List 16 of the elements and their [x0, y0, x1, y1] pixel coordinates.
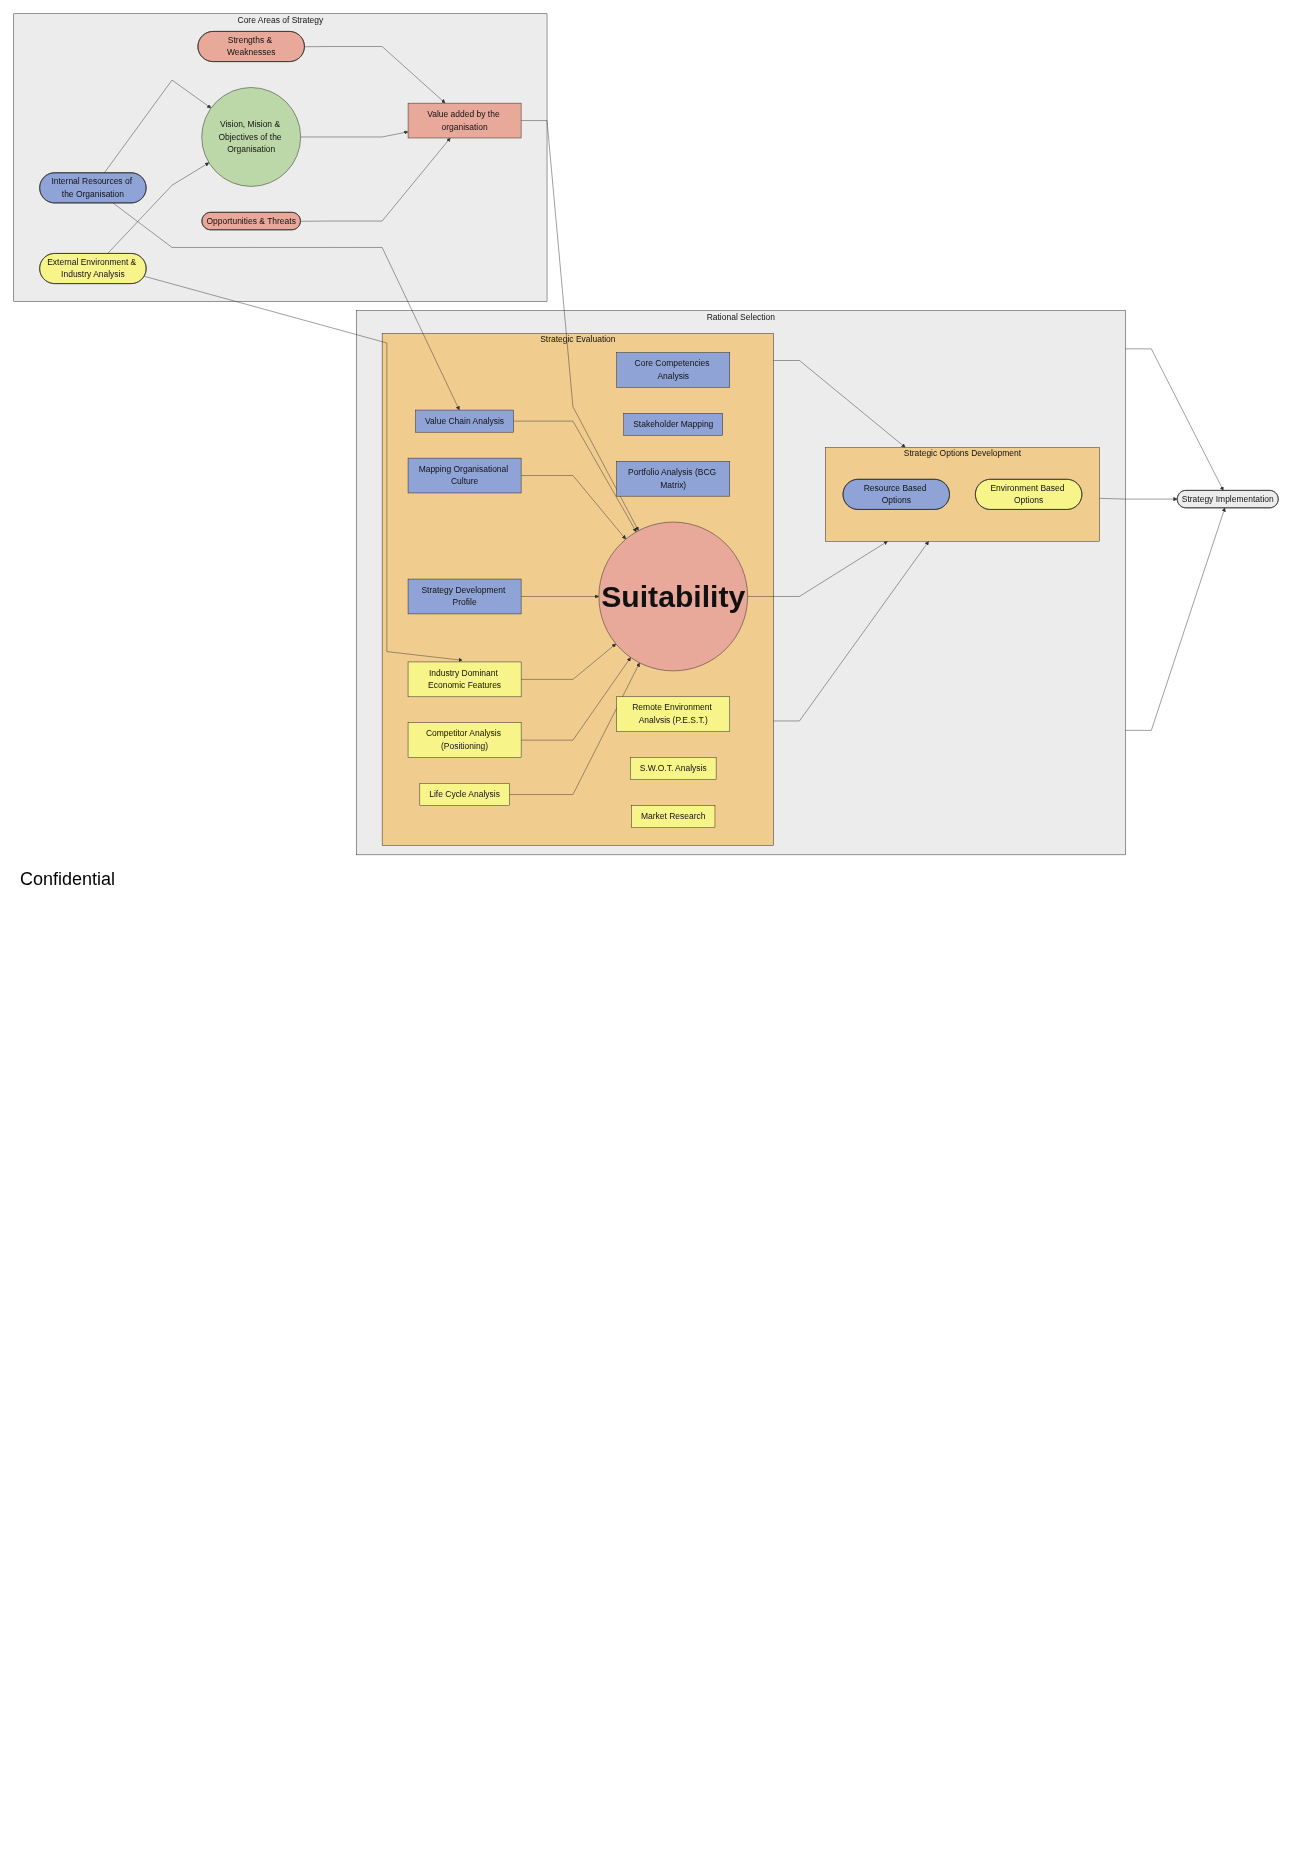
node-box: Mapping Organisational Culture	[407, 457, 522, 494]
node-box: S.W.O.T. Analysis	[630, 757, 717, 780]
node-box: Strategy Development Profile	[407, 578, 522, 615]
node-box: Value Chain Analysis	[415, 409, 514, 433]
node-circle: Suitability	[598, 521, 748, 672]
node-box: Remote Environment Analvsis (P.E.S.T.)	[616, 696, 730, 732]
node-box: Market Research	[631, 805, 716, 828]
node-box: Life Cycle Analysis	[419, 783, 510, 806]
node-box: Competitor Analysis (Positioning)	[407, 722, 522, 758]
node-box: Industry Dominant Economic Features	[407, 661, 522, 698]
node-circle: Vision, Mision & Objectives of the Organisation	[201, 87, 301, 187]
node-box: Core Competencies Analysis	[616, 352, 730, 388]
footer-note: Confidential	[20, 868, 117, 890]
node-box: Portfolio Analysis (BCG Matrix)	[616, 461, 730, 497]
node-box: Stakeholder Mapping	[623, 413, 723, 436]
node-box: Value added by the organisation	[407, 102, 522, 139]
